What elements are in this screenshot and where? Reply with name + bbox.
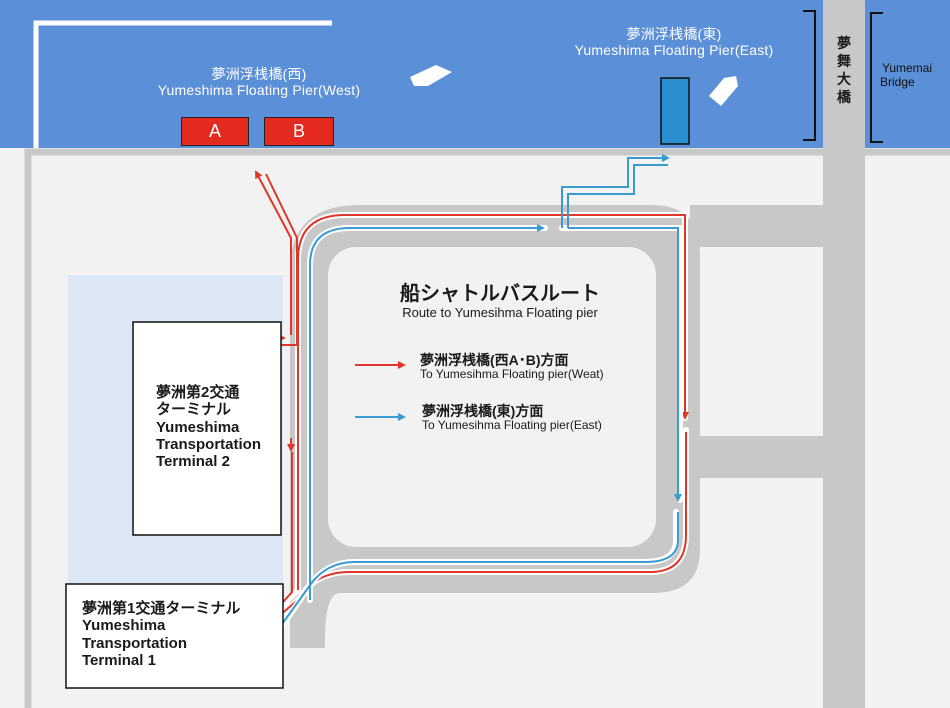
boat-icon-west <box>410 65 452 86</box>
bridge-bracket-right <box>870 12 883 143</box>
legend-blue-en: To Yumesihma Floating pier(East) <box>422 418 602 433</box>
route-west-line <box>297 214 689 590</box>
legend-title: 船シャトルバスルート <box>400 283 600 305</box>
bridge-char-3: 大 <box>837 71 851 87</box>
terminal1-label: 夢洲第1交通ターミナル Yumeshima Transportation Ter… <box>82 600 240 669</box>
bridge-bracket-left <box>803 10 816 141</box>
central-block <box>328 247 656 547</box>
west-pier-name-en: Yumeshima Floating Pier(West) <box>157 82 361 99</box>
west-pier-outline <box>33 20 332 148</box>
yumemai-bridge-road <box>823 0 865 708</box>
bridge-char-2: 舞 <box>837 53 851 69</box>
route-east-line-return <box>568 227 682 502</box>
side-road-lower <box>690 436 825 478</box>
legend-blue-entry: 夢洲浮桟橋(東)方面 To Yumesihma Floating pier(Ea… <box>422 403 602 433</box>
legend: 船シャトルバスルート Route to Yumesihma Floating p… <box>360 283 640 321</box>
east-pier-name-jp: 夢洲浮桟橋(東) <box>626 26 722 42</box>
bridge-char-4: 橋 <box>837 89 851 105</box>
bridge-char-1: 夢 <box>837 35 851 51</box>
terminal2-line4: Transportation <box>156 435 262 453</box>
east-pier-label: 夢洲浮桟橋(東) Yumeshima Floating Pier(East) <box>548 26 800 58</box>
legend-blue-jp: 夢洲浮桟橋(東)方面 <box>422 403 544 419</box>
terminal2-label: 夢洲第2交通 ターミナル Yumeshima Transportation Te… <box>156 384 261 470</box>
route-west-to-pier <box>255 170 292 335</box>
berth-b: B <box>264 117 334 146</box>
bridge-name-en-2: Bridge <box>880 74 915 89</box>
west-pier-name-jp: 夢洲浮桟橋(西) <box>211 66 307 82</box>
terminal2-line5: Terminal 2 <box>156 453 230 470</box>
terminal2-building <box>132 321 282 536</box>
legend-red-entry: 夢洲浮桟橋(西A･B)方面 To Yumesihma Floating pier… <box>420 352 604 382</box>
route-east-to-pier <box>561 154 670 228</box>
terminal1-line1: 夢洲第1交通ターミナル <box>82 600 241 617</box>
route-east-from-pier <box>567 164 668 228</box>
berth-a: A <box>181 117 249 146</box>
bridge-label-jp: 夢 舞 大 橋 <box>834 34 854 106</box>
side-road-upper <box>690 205 825 247</box>
terminal1-line2: Yumeshima <box>82 617 166 635</box>
east-pier-name-en: Yumeshima Floating Pier(East) <box>574 42 774 59</box>
bridge-label-en: Yumemai Bridge <box>880 61 933 90</box>
west-pier-label: 夢洲浮桟橋(西) Yumeshima Floating Pier(West) <box>120 66 398 98</box>
quay-edge <box>24 148 950 708</box>
route-east-line <box>309 224 545 600</box>
terminal2-line3: Yumeshima <box>156 418 240 436</box>
boat-icon-east <box>709 76 738 106</box>
terminal1-line3: Transportation <box>82 634 188 652</box>
east-pier <box>660 77 690 145</box>
legend-red-en: To Yumesihma Floating pier(Weat) <box>420 367 604 382</box>
terminal2-line2: ターミナル <box>156 401 232 419</box>
terminal1-building <box>65 583 284 689</box>
bridge-name-en-1: Yumemai <box>882 61 933 75</box>
route-east-line-bottom <box>273 512 679 636</box>
legend-red-jp: 夢洲浮桟橋(西A･B)方面 <box>420 352 569 368</box>
legend-subtitle: Route to Yumesihma Floating pier <box>402 305 598 320</box>
terminal1-line4: Terminal 1 <box>82 651 156 669</box>
terminal2-line1: 夢洲第2交通 <box>156 384 240 401</box>
